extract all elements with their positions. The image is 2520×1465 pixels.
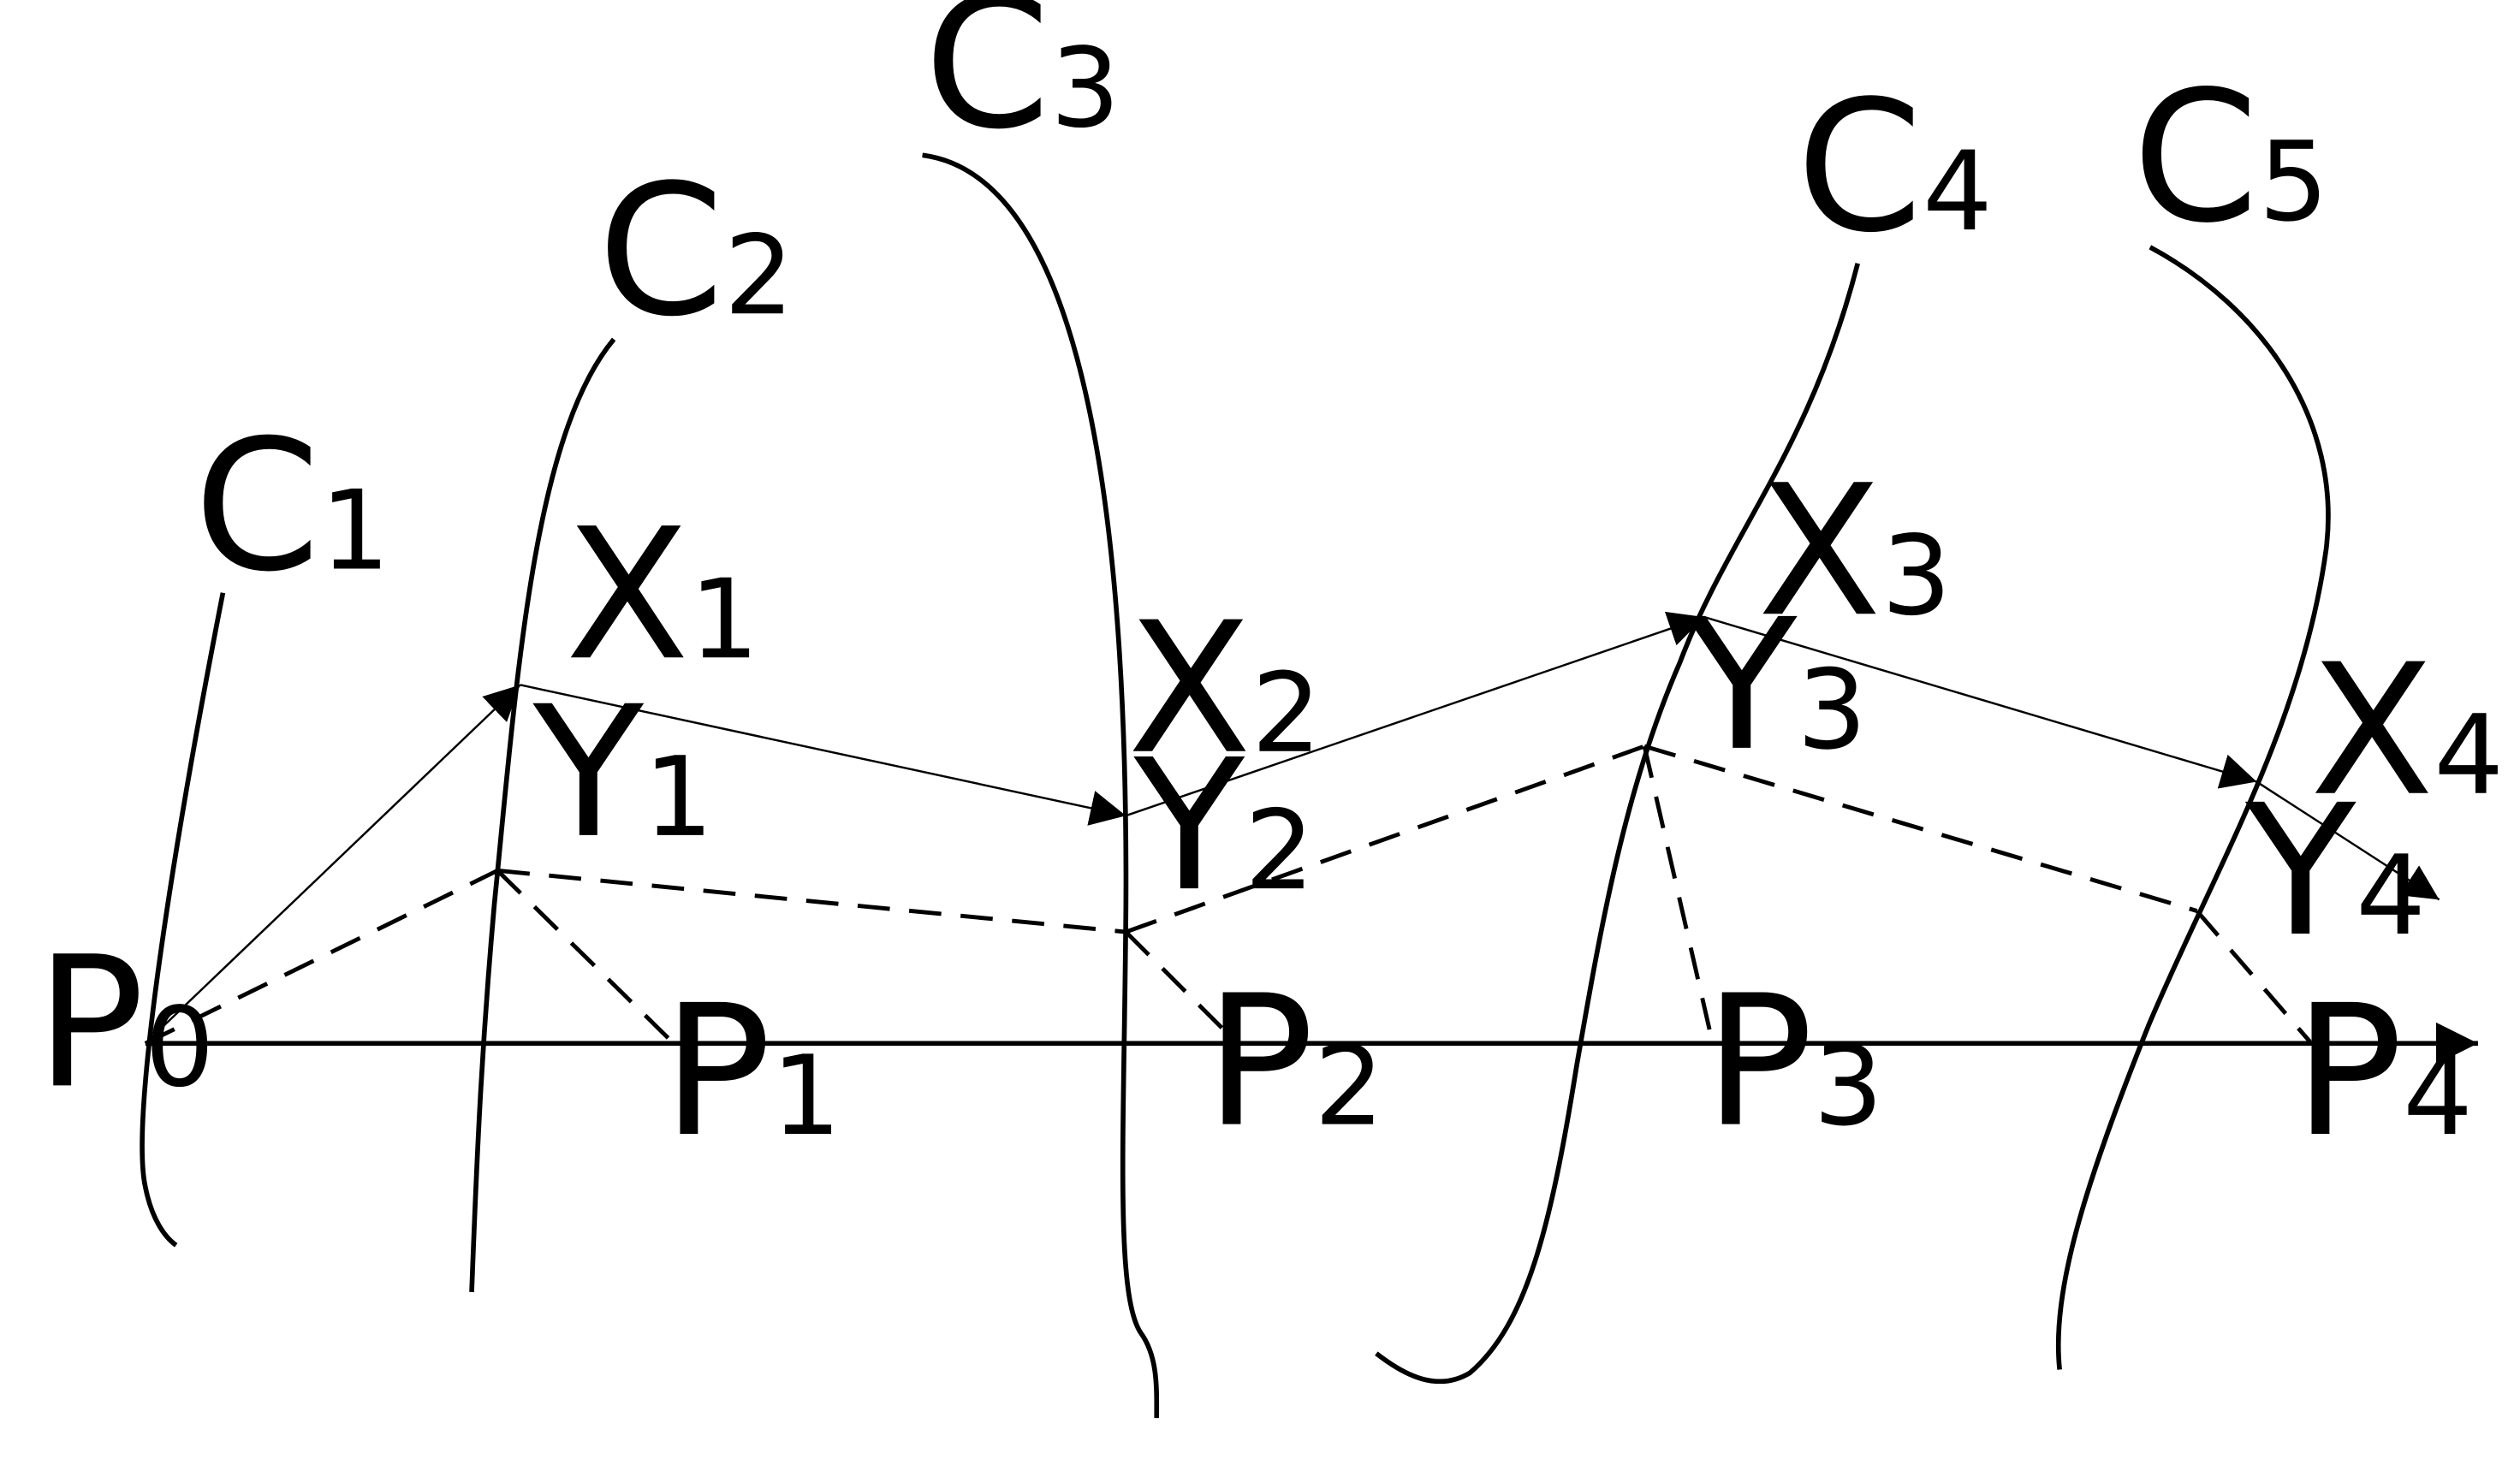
dashed-y4-p4 <box>2195 909 2312 1043</box>
ray-x2-x3 <box>1125 611 1705 817</box>
label-y2: Y2 <box>1133 721 1315 931</box>
dashed-y1-p1 <box>496 869 674 1044</box>
label-x3: X3 <box>1757 446 1951 656</box>
dashed-y1-y2 <box>497 868 1126 934</box>
dashed-p0-y1 <box>144 869 499 1046</box>
ray-x4-out <box>2256 780 2440 901</box>
dashed-y3-y4 <box>1643 744 2198 913</box>
dashed-y2-y3 <box>1125 744 1645 934</box>
dashed-path <box>144 744 2312 1046</box>
curve-c4 <box>1375 263 1860 1385</box>
label-c2: C2 <box>597 145 793 356</box>
label-p4: P4 <box>2294 966 2473 1177</box>
label-x4: X4 <box>2310 626 2504 836</box>
label-p1: P1 <box>663 966 841 1177</box>
label-x1: X1 <box>566 489 759 700</box>
curve-c2 <box>469 337 616 1293</box>
label-y3: Y3 <box>1685 580 1867 791</box>
label-c4: C4 <box>1797 62 1993 272</box>
curve-c3 <box>922 152 1160 1419</box>
label-c5: C5 <box>2132 52 2328 263</box>
label-p3: P3 <box>1704 957 1883 1167</box>
label-y1: Y1 <box>532 667 714 878</box>
ray-x1-x2 <box>520 684 1126 826</box>
label-y4: Y4 <box>2244 766 2426 976</box>
ray-x3-x4 <box>1703 615 2257 789</box>
label-p2: P2 <box>1205 957 1384 1167</box>
ray-p0-x1 <box>144 684 521 1045</box>
curve-c1 <box>140 592 226 1248</box>
dashed-y2-p2 <box>1124 930 1238 1044</box>
label-x2: X2 <box>1127 584 1321 794</box>
label-c1: C1 <box>193 400 389 611</box>
label-p0: P0 <box>36 917 215 1128</box>
label-c3: C3 <box>924 0 1120 169</box>
